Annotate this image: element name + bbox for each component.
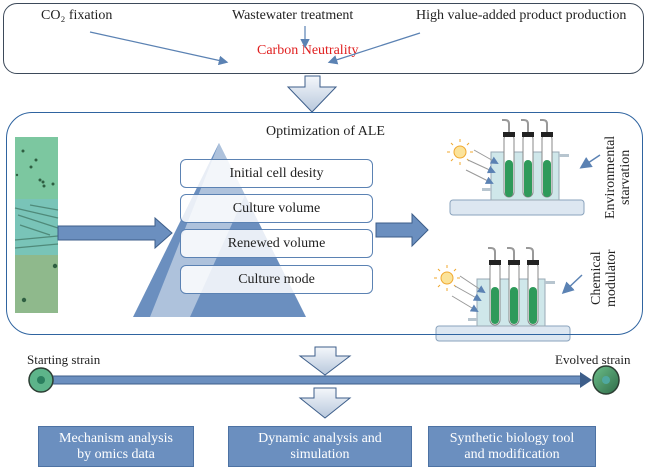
down-arrow-3 [298,387,352,419]
ale-title: Optimization of ALE [266,124,385,139]
ale-optimization-box [6,112,643,335]
analysis-line: by omics data [77,446,155,462]
factor-culture-mode: Culture mode [180,265,373,294]
analysis-line: and modification [464,446,560,462]
source-co2-fixation: CO₂ fixation [41,8,113,23]
factor-culture-volume: Culture volume [180,194,373,223]
sun-icon-2 [434,265,460,291]
analysis-line: Synthetic biology tool [449,430,575,446]
strategy-line: Chemical [589,251,604,305]
strategy-line: starvation [618,149,633,205]
culture-apparatus-environmental [447,119,601,216]
evolved-strain-cell [592,365,620,395]
carbon-neutrality-goal: Carbon Neutrality [257,43,359,58]
down-arrow-2 [298,346,352,376]
strategy-line: modulator [604,249,619,307]
source-wastewater-treatment: Wastewater treatment [232,8,354,23]
evolved-strain-label: Evolved strain [555,352,631,367]
arrow-highvalue [327,32,421,65]
analysis-line: Mechanism analysis [59,430,173,446]
sun-icon [447,139,473,165]
evolution-timeline [39,375,586,385]
analysis-line: simulation [290,446,350,462]
culture-apparatus-chemical [434,247,583,342]
arrow-to-pyramid [57,216,173,250]
factor-renewed-volume: Renewed volume [180,229,373,258]
microscopy-image [14,137,59,313]
arrow-co2 [89,31,229,66]
down-arrow-1 [286,75,338,113]
source-high-value-product: High value-added product production [416,8,627,23]
strategy-line: Environmental [603,135,618,219]
factor-initial-cell-density: Initial cell desity [180,159,373,188]
starting-strain-label: Starting strain [27,352,101,367]
starting-strain-cell [28,367,54,393]
arrow-to-cultures [375,212,429,248]
analysis-line: Dynamic analysis and [258,430,382,446]
application-box [3,3,644,74]
